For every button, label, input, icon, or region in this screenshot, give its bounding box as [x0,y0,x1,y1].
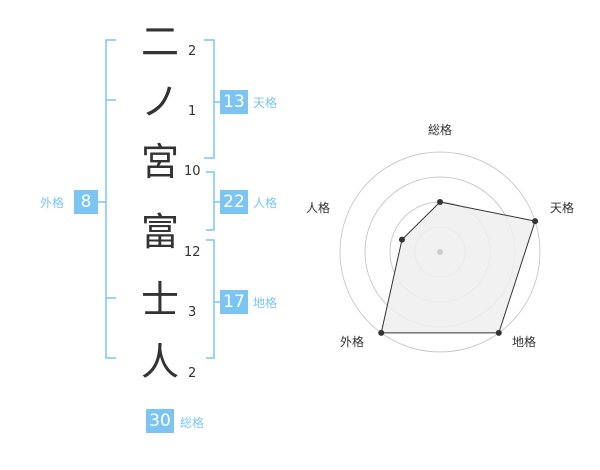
chikaku-bracket [206,239,215,359]
name-char-4: 富 [140,210,179,254]
name-char-6: 人 [140,340,179,384]
radar-point-1 [437,199,443,205]
chikaku-badge: 17 [220,290,248,314]
jinkaku-badge: 22 [220,190,248,214]
name-char-5: 士 [140,278,179,322]
tenkaku-badge: 13 [220,90,248,114]
stroke-count-6: 2 [188,366,197,381]
radar-center-dot [437,249,443,255]
radar-points [378,199,539,336]
radar-point-4 [378,329,385,336]
gaikaku-bracket [105,39,116,359]
stroke-count-2: 1 [188,104,197,119]
radar-label-gaikaku: 外格 [340,334,364,349]
name-char-2: ノ [140,80,179,124]
radar-label-chikaku: 地格 [512,334,536,349]
soukaku-badge: 30 [146,409,174,433]
radar-ring-4 [339,151,541,353]
tenkaku-bracket [204,39,215,159]
soukaku-label: 総格 [180,416,205,430]
stroke-count-3: 10 [184,164,201,179]
radar-label-soukaku: 総格 [428,122,452,137]
gaikaku-label: 外格 [40,196,65,210]
radar-point-3 [495,329,502,336]
name-char-1: 二 [140,20,179,64]
stroke-count-1: 2 [188,44,197,59]
radar-label-jinkaku: 人格 [306,200,330,215]
radar-point-5 [398,236,405,243]
stroke-count-4: 12 [184,245,201,260]
chikaku-label: 地格 [253,296,278,310]
jinkaku-label: 人格 [253,196,278,210]
radar-point-2 [532,218,539,225]
jinkaku-bracket [206,171,215,231]
gaikaku-badge: 8 [74,190,98,214]
tenkaku-label: 天格 [253,96,278,110]
radar-label-tenkaku: 天格 [550,200,574,215]
name-char-3: 宮 [140,140,179,184]
radar-polygon [380,201,536,334]
stroke-count-5: 3 [188,305,197,320]
